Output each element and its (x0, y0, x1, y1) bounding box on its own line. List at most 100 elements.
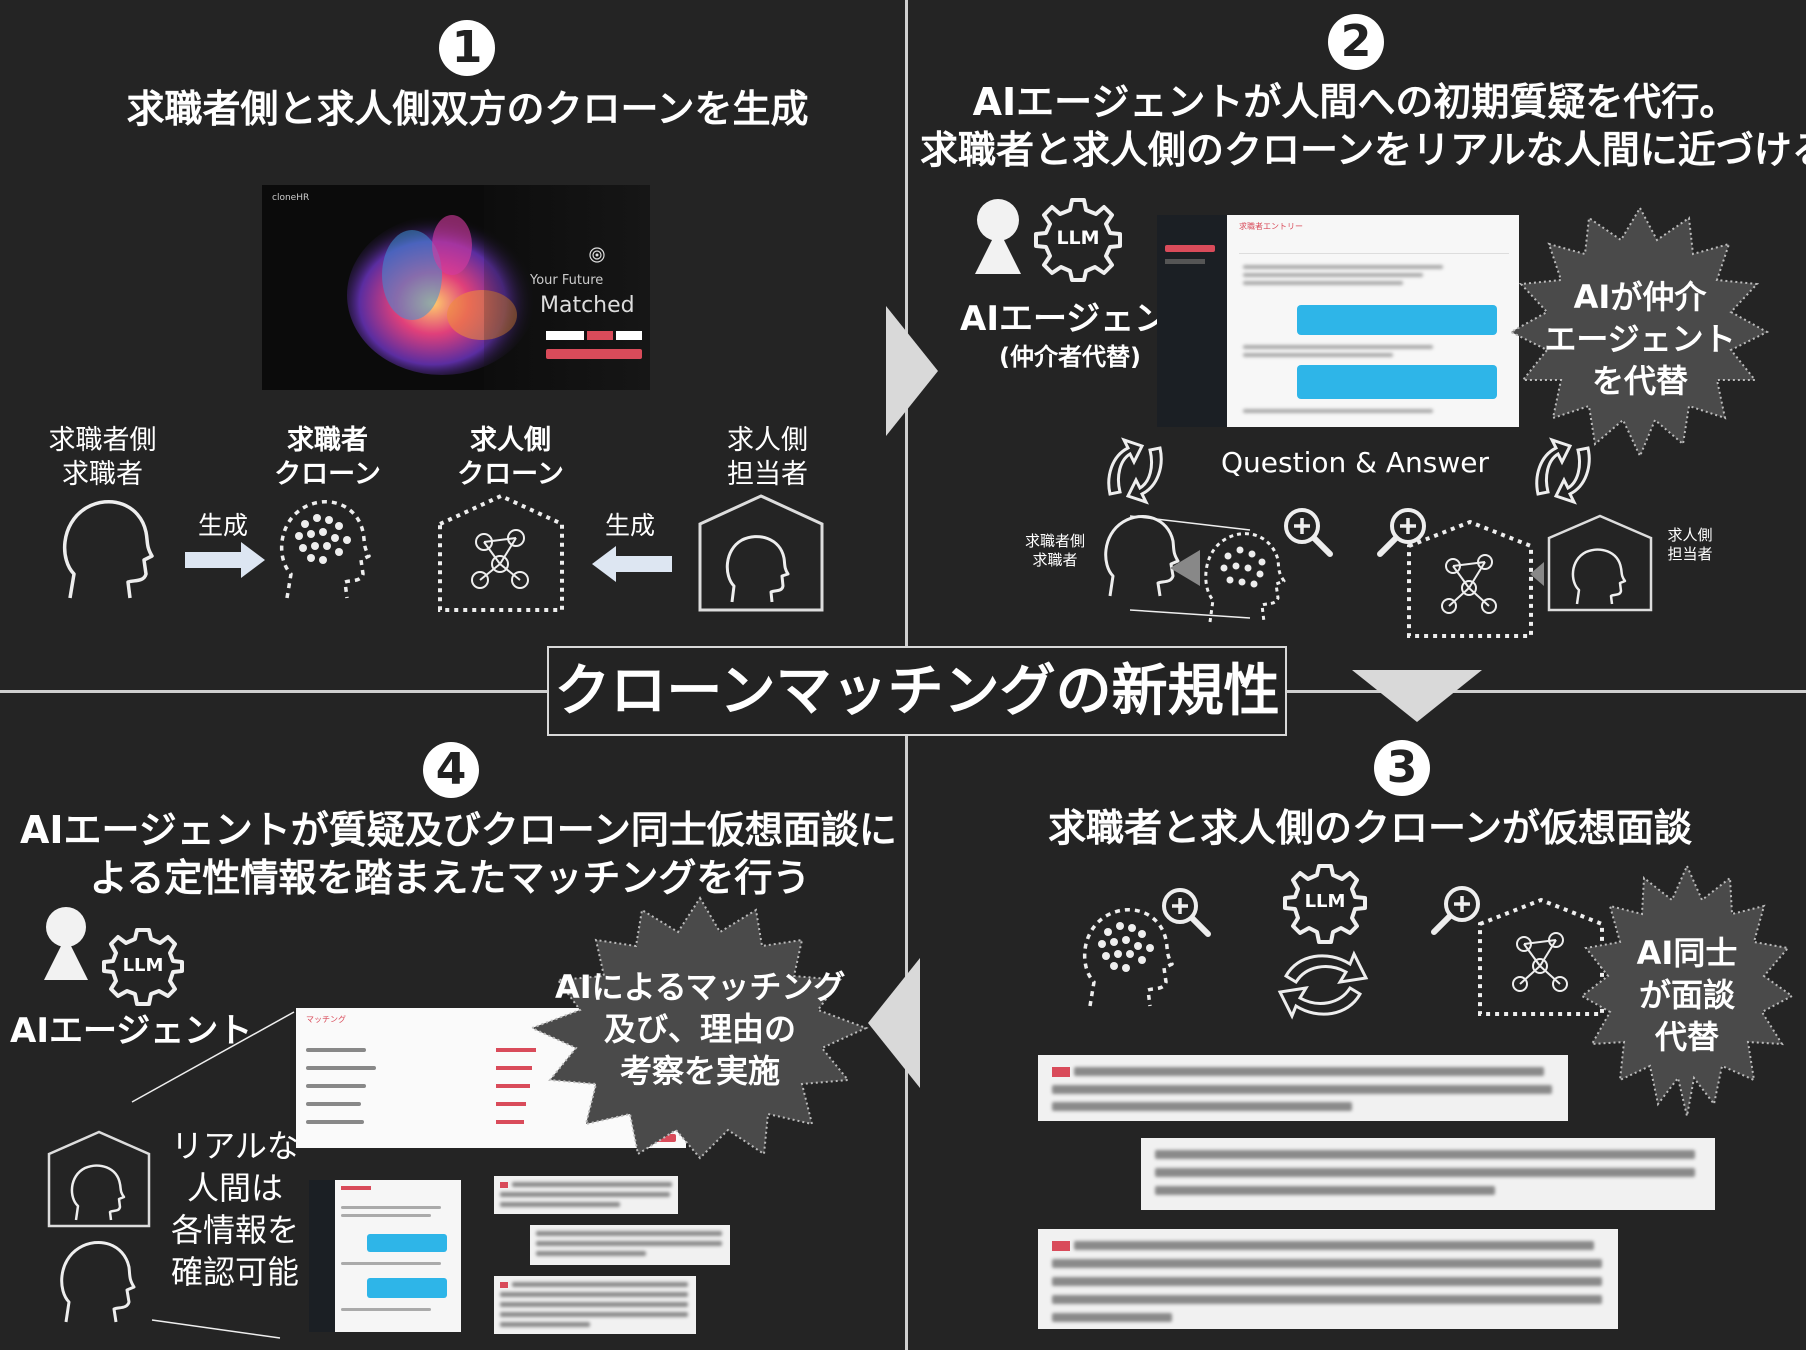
burst-line1: AIが仲介 (1573, 278, 1707, 316)
step-number-3: 3 (1374, 740, 1430, 796)
clonehr-landing-screenshot: cloneHR Your Future Matched (262, 185, 650, 390)
arrow-down-2-to-3 (1352, 670, 1482, 722)
chat-sidebar-item[interactable] (1165, 259, 1205, 264)
llm-badge: LLM (1304, 891, 1346, 912)
magnifier-icon (1431, 886, 1480, 935)
transcript-block-1 (1038, 1055, 1568, 1121)
company-small-label-line1: 求人側 (1667, 526, 1713, 544)
llm-gear-icon (1034, 198, 1122, 282)
matching-row (306, 1066, 376, 1070)
seeker-head-icon-p4 (60, 1240, 136, 1323)
agent-label-p4: AIエージェント (10, 1011, 253, 1051)
blurred-line (1155, 1186, 1495, 1195)
hero-line1: Your Future (530, 273, 604, 288)
burst-line2: エージェント (1544, 320, 1736, 358)
generate-label-left: 生成 (197, 511, 248, 540)
matching-score-bar (496, 1048, 536, 1052)
chat-entry-screenshot: 求職者エントリー (1157, 215, 1519, 427)
company-clone-house-small-icon (1407, 519, 1533, 638)
hero-input[interactable] (546, 331, 584, 340)
company-side-label-line2: 担当者 (727, 459, 808, 490)
step2-title-line2: 求職者と求人側のクローンをリアルな人間に近づける (920, 128, 1806, 172)
blurred-line (500, 1192, 670, 1197)
llm-gear-icon (1283, 864, 1367, 944)
projection-lines-left (1129, 515, 1251, 619)
mini-transcript-1 (494, 1176, 678, 1214)
center-title: クローンマッチングの新規性 (547, 646, 1287, 736)
blurred-line (1155, 1150, 1695, 1159)
step-number-2: 2 (1328, 14, 1384, 70)
blurred-line (512, 1182, 672, 1187)
chat-text-line (341, 1206, 441, 1209)
seeker-small-label-line2: 求職者 (1032, 551, 1078, 569)
projection-lines-right (1530, 562, 1544, 586)
chat-text-line (341, 1308, 431, 1311)
hero-button-red[interactable] (587, 331, 613, 340)
real-human-line4: 確認可能 (170, 1253, 299, 1291)
chat-bubble-blue (367, 1234, 447, 1252)
seeker-small-label-line1: 求職者側 (1024, 532, 1085, 550)
blurred-line (1052, 1102, 1352, 1111)
blurred-line (536, 1241, 722, 1246)
speaker-tag-red (1052, 1241, 1070, 1251)
chat-header (341, 1186, 371, 1190)
blurred-line (1052, 1313, 1172, 1322)
blurred-line (1155, 1168, 1695, 1177)
step2-title-line1: AIエージェントが人間への初期質疑を代行。 (972, 80, 1738, 124)
chat-screenshot-small (309, 1180, 461, 1332)
magnifier-icon (1162, 888, 1211, 937)
transcript-block-3 (1038, 1229, 1618, 1329)
step4-title-line1: AIエージェントが質疑及びクローン同士仮想面談に (20, 808, 897, 852)
blurred-line (536, 1251, 646, 1256)
hero-button-white[interactable] (616, 331, 642, 340)
person-icon (44, 907, 88, 980)
llm-badge: LLM (1056, 227, 1100, 249)
matching-score-bar (496, 1066, 532, 1070)
llm-gear-icon (102, 928, 184, 1006)
real-human-line3: 各情報を (170, 1211, 299, 1249)
matching-header: マッチング (306, 1015, 346, 1024)
chat-text-line (1243, 273, 1423, 277)
agent-label: AIエージェント (960, 299, 1203, 339)
seeker-clone-brain-icon (279, 499, 371, 599)
chat-sidebar-item-active[interactable] (1165, 245, 1215, 252)
hero-line2: Matched (540, 293, 635, 318)
app-logo: cloneHR (272, 193, 310, 203)
seeker-clone-brain-small-icon (1204, 532, 1286, 623)
exchange-arrows-left-icon (1107, 437, 1163, 505)
blurred-line (500, 1312, 688, 1317)
chat-text-line (1243, 353, 1393, 357)
blurred-line (500, 1202, 620, 1207)
chat-text-line (341, 1262, 441, 1265)
speaker-tag-red (500, 1182, 508, 1188)
burst-line1: AI同士 (1636, 934, 1738, 972)
blurred-line (536, 1231, 722, 1236)
magnifier-icon (1284, 508, 1333, 557)
blurred-line (512, 1282, 688, 1287)
blurred-line (1052, 1085, 1552, 1094)
hero-login-button[interactable] (546, 349, 642, 359)
speaker-tag-red (1052, 1067, 1070, 1077)
seeker-head-small-icon (1104, 514, 1180, 597)
burst-line3: 考察を実施 (619, 1052, 780, 1090)
company-clone-label-line1: 求人側 (470, 425, 551, 456)
chat-bubble-blue (1297, 365, 1497, 399)
blurred-line (1052, 1295, 1602, 1304)
company-clone-house-icon (438, 493, 564, 612)
chat-text-line (341, 1214, 431, 1217)
speaker-tag-red (500, 1282, 508, 1288)
company-clone-label-line2: クローン (457, 459, 564, 490)
company-person-house-small-icon (1547, 514, 1653, 612)
step1-title: 求職者側と求人側双方のクローンを生成 (126, 87, 809, 131)
exchange-arrows-right-icon (1535, 437, 1591, 505)
seeker-side-label-line1: 求職者側 (48, 425, 157, 456)
arrow-right-1-to-2 (886, 306, 938, 436)
chat-sidebar (309, 1180, 335, 1332)
seeker-clone-brain-icon-p3 (1082, 907, 1174, 1007)
chat-text-line (1243, 345, 1433, 349)
burst-line1: AIによるマッチング (555, 968, 846, 1006)
real-human-line1: リアルな (171, 1127, 299, 1165)
transcript-block-2 (1141, 1138, 1715, 1210)
matching-row (306, 1102, 361, 1106)
